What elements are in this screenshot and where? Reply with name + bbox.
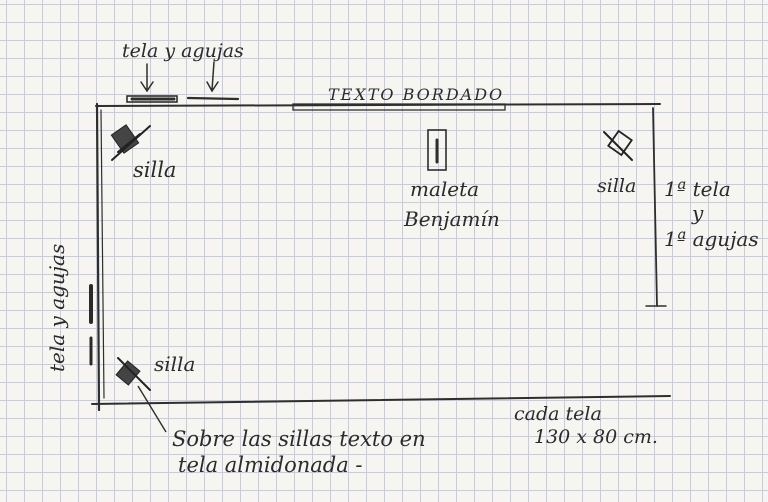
chair-note-line2: tela almidonada - bbox=[178, 453, 363, 477]
chair-top-left-label: silla bbox=[133, 158, 176, 182]
fabric-left-label: tela y agujas bbox=[45, 244, 69, 372]
top-fabric-marks bbox=[126, 95, 240, 103]
right-note-line3: 1ª agujas bbox=[664, 227, 759, 251]
chair-bottom-left-label: silla bbox=[154, 352, 195, 376]
suitcase-icon bbox=[427, 129, 447, 171]
center-object-label-line1: maleta bbox=[410, 177, 479, 201]
chair-stroke bbox=[111, 125, 151, 161]
top-wall bbox=[95, 103, 661, 107]
size-note-line1: cada tela bbox=[514, 403, 602, 425]
needles-strip-top bbox=[186, 96, 240, 101]
right-note-line2: y bbox=[691, 201, 704, 225]
chair-note-line1: Sobre las sillas texto en bbox=[172, 427, 426, 451]
fabric-strip-top bbox=[126, 95, 178, 103]
suitcase-outline bbox=[427, 129, 447, 171]
chair-bottom-left-icon bbox=[115, 357, 151, 391]
embroidered-text-bar bbox=[292, 103, 506, 111]
embroidered-text-label: TEXTO BORDADO bbox=[328, 85, 504, 104]
chair-stroke bbox=[603, 131, 633, 161]
chair-stroke bbox=[117, 357, 151, 391]
bottom-wall bbox=[91, 395, 671, 405]
right-wall bbox=[652, 107, 658, 307]
left-wall-inner bbox=[100, 109, 105, 399]
note-leader-line bbox=[137, 385, 167, 433]
left-wall bbox=[95, 102, 101, 412]
chair-seat bbox=[115, 360, 141, 386]
chair-stroke bbox=[117, 133, 141, 153]
chair-seat bbox=[607, 129, 633, 157]
room-outline bbox=[91, 102, 671, 412]
right-note-line1: 1ª tela bbox=[664, 177, 731, 201]
chair-seat bbox=[110, 124, 140, 154]
center-object-label-line2: Benjamín bbox=[403, 207, 500, 231]
chair-top-right-icon bbox=[603, 129, 633, 161]
arrow-down-icon bbox=[140, 63, 154, 93]
fabric-top-label: tela y agujas bbox=[122, 40, 244, 62]
chair-top-left-icon bbox=[110, 124, 151, 161]
chair-top-right-label: silla bbox=[597, 175, 636, 197]
size-note-line2: 130 x 80 cm. bbox=[534, 426, 658, 448]
top-label-arrows bbox=[140, 61, 219, 93]
arrow-down-icon bbox=[206, 61, 219, 93]
